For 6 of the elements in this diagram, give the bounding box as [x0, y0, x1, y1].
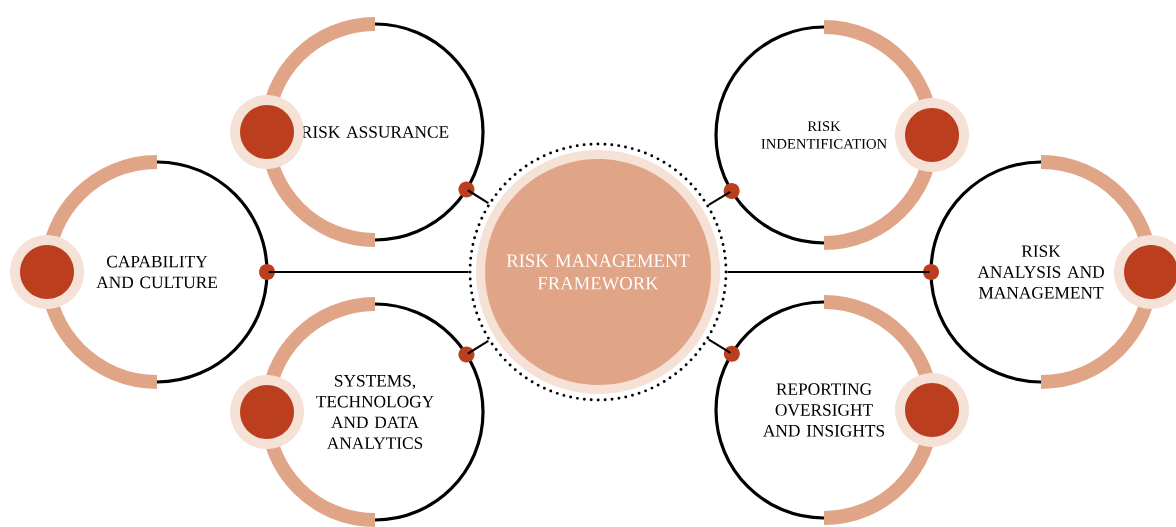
connector-line: [268, 270, 469, 274]
connector-line: [467, 189, 489, 205]
connector-line: [727, 270, 930, 274]
connector-line: [467, 339, 489, 355]
connector-line: [708, 190, 731, 206]
connector-line: [707, 338, 732, 354]
